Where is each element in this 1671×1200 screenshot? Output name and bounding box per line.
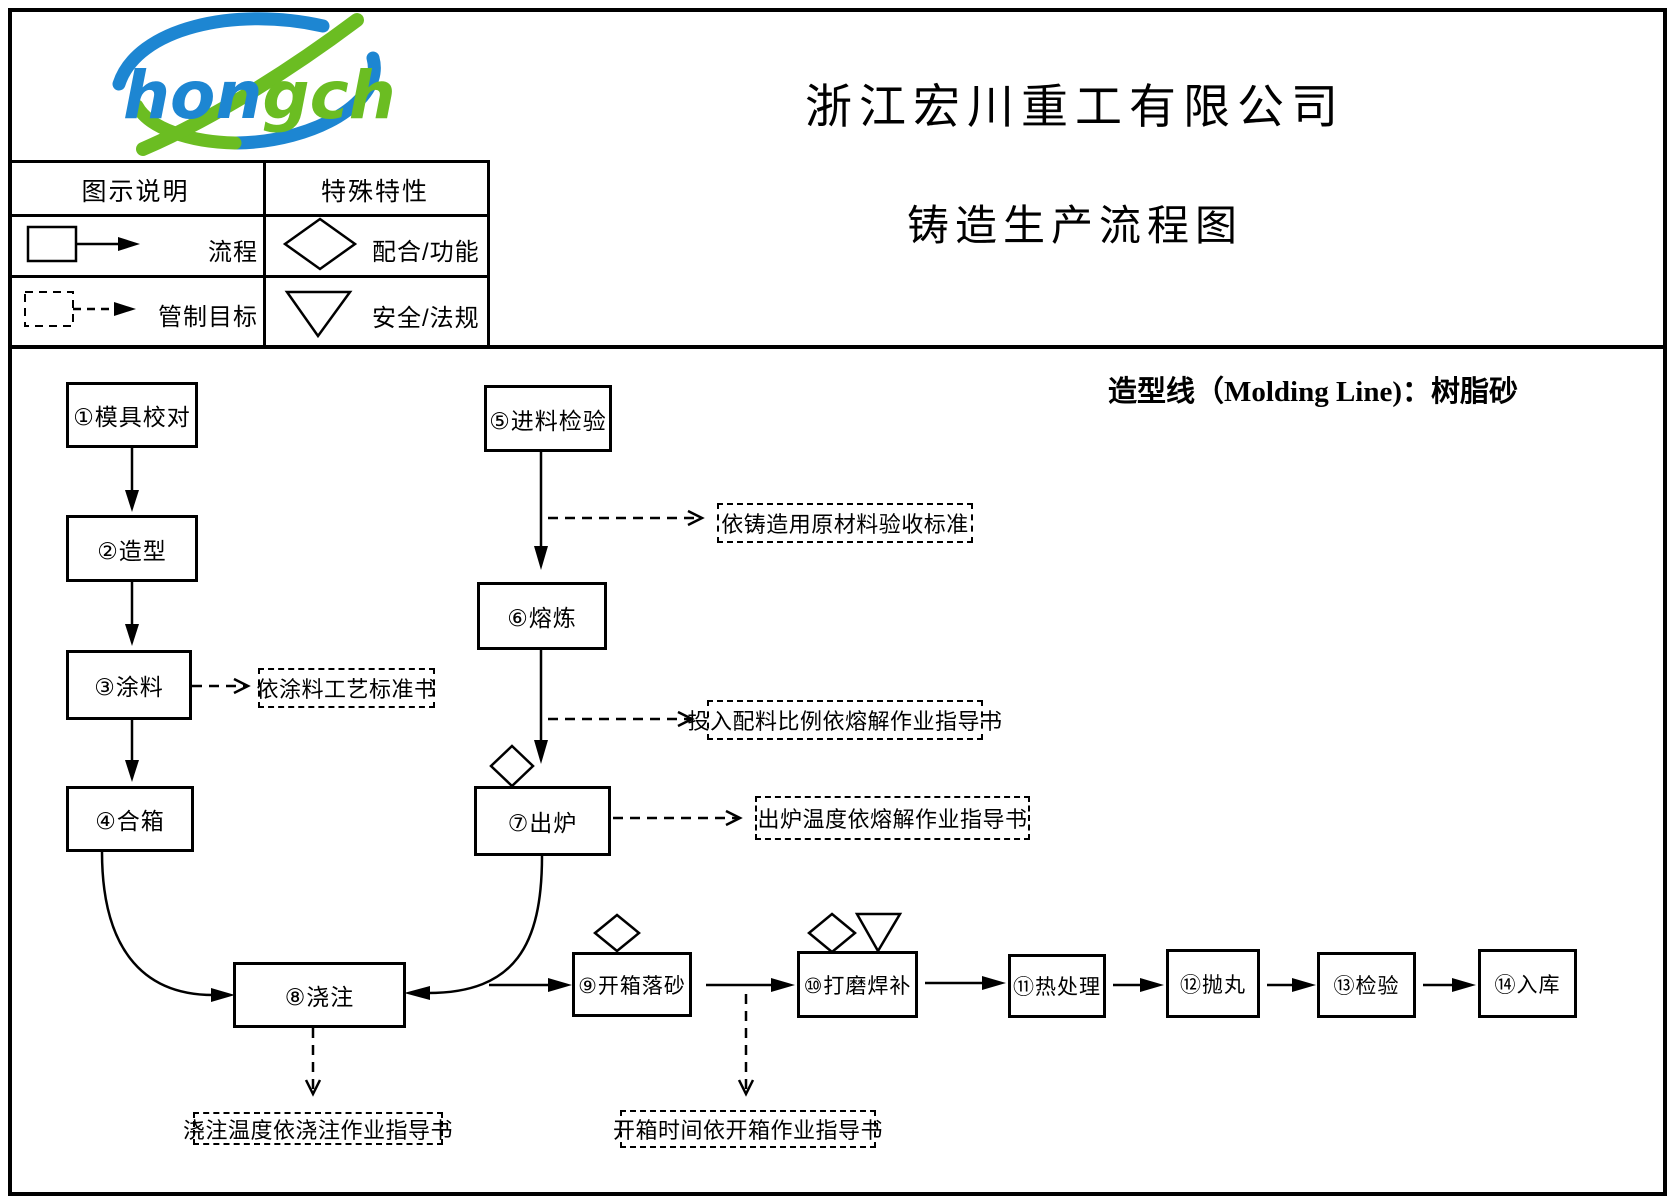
flow-step-6-melting: ⑥熔炼: [477, 582, 607, 650]
dashed-arrowhead-shakeout-time: [737, 1079, 755, 1097]
logo-swoosh: [136, 13, 364, 156]
control-target-coating-standard: 依涂料工艺标准书: [257, 668, 436, 708]
legend-control-target-arrowhead: [114, 302, 136, 316]
flow-step-1-mold-check: ①模具校对: [66, 382, 198, 448]
legend-function-label: 配合/功能: [372, 239, 480, 266]
flow-step-10-grinding-welding: ⑩打磨焊补: [797, 951, 918, 1018]
header-separator-line: [8, 345, 1663, 349]
control-target-tapping-temperature: 出炉温度依熔解作业指导书: [755, 796, 1030, 840]
curve-step4-to-step8: [100, 851, 214, 997]
legend-col2-header: 特殊特性: [320, 178, 429, 206]
logo-text: hongch: [123, 57, 396, 134]
dashed-arrowhead-coating-standard: [233, 677, 251, 695]
function-diamond-marker-step7: [489, 744, 535, 788]
control-target-pouring-temperature: 浇注温度依浇注作业指导书: [183, 1112, 453, 1145]
safety-triangle-marker-step10: [854, 912, 903, 954]
flow-step-9-shakeout: ⑨开箱落砂: [572, 952, 692, 1017]
flow-step-5-incoming-inspection: ⑤进料检验: [484, 385, 612, 452]
dashed-arrowhead-pouring-temp: [304, 1079, 322, 1097]
arrowhead-step6-to-step7: [534, 740, 548, 764]
flow-step-12-shot-blasting: ⑫抛丸: [1166, 949, 1260, 1018]
legend-table-row-line-2: [8, 275, 487, 278]
control-target-batching-ratio: 投入配料比例依熔解作业指导书: [688, 700, 1002, 740]
flow-step-13-inspection: ⑬检验: [1317, 952, 1416, 1018]
arrowhead-step13-to-step14: [1452, 978, 1476, 992]
flow-step-3-coating: ③涂料: [66, 650, 192, 720]
curve-step7-to-step8: [427, 855, 544, 995]
logo-text-blue: hon: [123, 57, 262, 134]
arrowhead-step10-to-step11: [982, 976, 1006, 990]
legend-control-target-rect-symbol: [24, 291, 74, 327]
flow-step-4-box-closing: ④合箱: [66, 786, 194, 852]
legend-table-top-line: [8, 160, 487, 163]
arrowhead-step2-to-step3: [125, 624, 139, 646]
logo-orbit-top-arc: [112, 12, 330, 91]
arrowhead-step4-to-step8: [211, 988, 235, 1002]
arrowhead-step3-to-step4: [125, 760, 139, 782]
legend-function-diamond-symbol: [282, 217, 358, 271]
function-diamond-marker-step9: [593, 913, 641, 953]
arrowhead-step12-to-step13: [1292, 978, 1316, 992]
flow-step-2-molding: ②造型: [66, 515, 198, 582]
control-target-raw-material-standard: 依铸造用原材料验收标准: [717, 503, 973, 543]
legend-process-arrowhead: [118, 237, 140, 251]
legend-table-row-line-1: [8, 214, 487, 217]
arrowhead-step1-to-step2: [125, 490, 139, 512]
arrowhead-step11-to-step12: [1140, 978, 1164, 992]
arrowhead-step9-to-step10: [771, 978, 795, 992]
arrowhead-step8-to-step9: [548, 978, 572, 992]
legend-col1-header: 图示说明: [81, 178, 190, 206]
legend-safety-triangle-symbol: [284, 290, 353, 339]
flow-step-8-pouring: ⑧浇注: [233, 962, 406, 1028]
company-logo: hongch: [85, 6, 405, 158]
function-diamond-marker-step10: [807, 912, 857, 954]
company-name: 浙江宏川重工有限公司: [805, 82, 1345, 134]
arrowhead-step5-to-step6: [534, 546, 548, 570]
flow-step-11-heat-treatment: ⑪热处理: [1008, 954, 1106, 1018]
control-target-shakeout-time: 开箱时间依开箱作业指导书: [613, 1110, 883, 1148]
legend-process-label: 流程: [208, 239, 258, 266]
legend-table-column-divider: [263, 160, 266, 345]
legend-process-rect-symbol: [26, 225, 78, 263]
logo-text-green: gch: [262, 57, 395, 134]
arrowhead-step7-to-step8: [404, 986, 430, 1000]
dashed-arrowhead-batching: [677, 710, 695, 728]
logo-orbit-bottom-arc: [230, 51, 381, 150]
dashed-arrowhead-raw-material: [687, 509, 705, 527]
legend-control-target-label: 管制目标: [158, 304, 258, 331]
page-title: 铸造生产流程图: [906, 204, 1243, 250]
flow-step-14-warehousing: ⑭入库: [1478, 949, 1577, 1018]
dashed-arrowhead-tapping-temp: [725, 809, 743, 827]
molding-line-label: 造型线（Molding Line)：树脂砂: [1107, 376, 1519, 408]
legend-safety-label: 安全/法规: [372, 305, 480, 332]
legend-table-right-edge: [487, 160, 490, 345]
flow-step-7-tapping: ⑦出炉: [474, 786, 611, 856]
